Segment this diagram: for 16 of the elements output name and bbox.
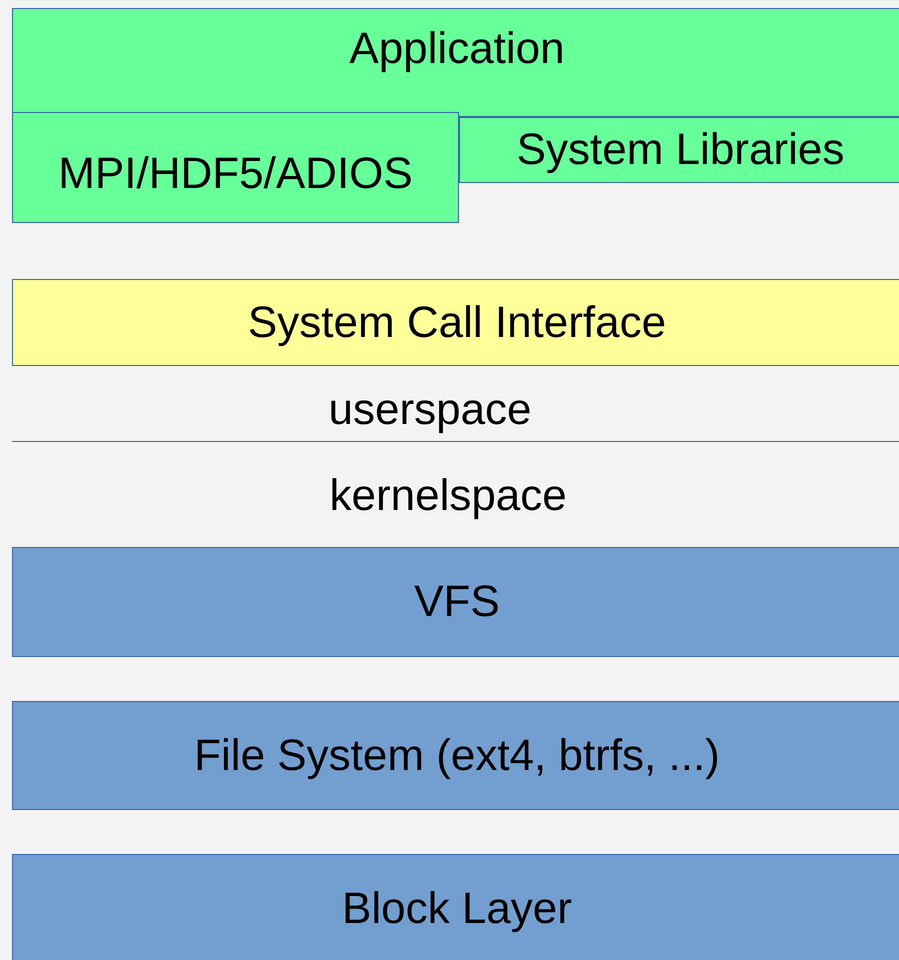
library-layer bbox=[459, 117, 899, 183]
layer-label: Block Layer bbox=[342, 884, 572, 934]
space-label: userspace bbox=[328, 385, 532, 435]
layer-label: VFS bbox=[414, 577, 500, 627]
kernel-layer bbox=[12, 701, 899, 810]
kernel-layer bbox=[12, 547, 899, 657]
interface-layer bbox=[12, 279, 899, 366]
library-layer bbox=[12, 112, 459, 223]
layer-label: MPI/HDF5/ADIOS bbox=[58, 148, 413, 198]
space-label: kernelspace bbox=[330, 471, 567, 521]
layer-label: System Call Interface bbox=[248, 298, 666, 348]
layer-label: File System (ext4, btrfs, ...) bbox=[194, 730, 720, 780]
layer-label: System Libraries bbox=[516, 125, 844, 175]
layer-label: Application bbox=[349, 24, 565, 74]
application-layer bbox=[12, 8, 899, 117]
kernel-layer bbox=[12, 854, 899, 960]
